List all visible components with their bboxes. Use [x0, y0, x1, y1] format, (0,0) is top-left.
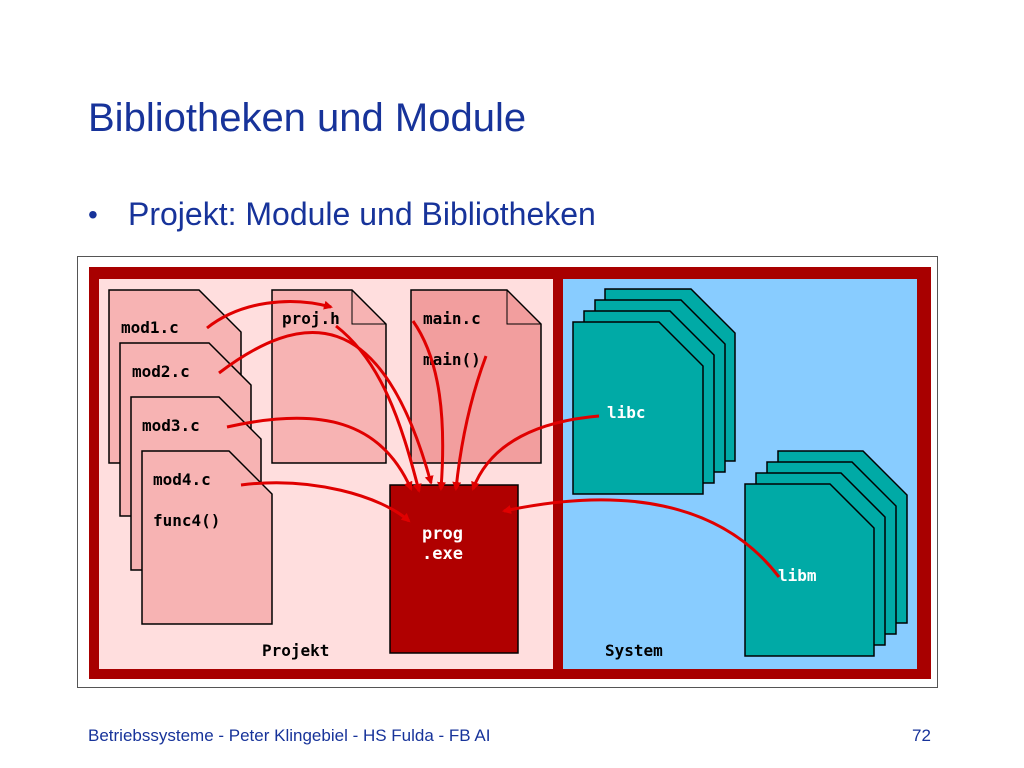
footer-text: Betriebssysteme - Peter Klingebiel - HS …: [88, 726, 491, 745]
mod4-file: mod4.c func4(): [141, 450, 273, 625]
main-function-label: main(): [423, 350, 481, 369]
mod3-label: mod3.c: [142, 416, 200, 435]
dependency-arrows: [206, 300, 781, 578]
arrow-mod1-projh: [206, 300, 333, 330]
system-area-label: System: [605, 641, 663, 660]
bullet-text: Projekt: Module und Bibliotheken: [128, 196, 596, 232]
arrow-mainc-prog-2: [452, 355, 488, 491]
libc-label: libc: [607, 403, 646, 422]
bullet-dot: •: [88, 198, 98, 230]
prog-label: prog: [422, 524, 463, 544]
diagram-frame: proj.h main.c main() mod1.c mod2.c mod3.…: [77, 256, 938, 688]
libm-library-stack: libm: [744, 450, 908, 657]
mod4-label: mod4.c: [153, 470, 211, 489]
arrow-mod2-prog: [218, 331, 434, 485]
func4-label: func4(): [153, 511, 220, 530]
bullet-item: • Projekt: Module und Bibliotheken: [88, 196, 596, 233]
page-number: 72: [912, 726, 931, 745]
mod2-label: mod2.c: [132, 362, 190, 381]
mod1-label: mod1.c: [121, 318, 179, 337]
prog-exe-file: prog .exe: [389, 484, 519, 654]
libm-label: libm: [778, 566, 817, 585]
arrow-mod4-prog: [240, 481, 411, 523]
arrow-libm-prog: [502, 498, 781, 578]
main-c-file: main.c main(): [410, 289, 542, 464]
arrow-mainc-prog-1: [411, 320, 447, 491]
exe-label: .exe: [422, 544, 463, 564]
arrow-projh-prog: [335, 324, 422, 493]
slide-title: Bibliotheken und Module: [88, 96, 527, 140]
arrow-mod3-prog: [226, 416, 413, 491]
module-library-diagram: proj.h main.c main() mod1.c mod2.c mod3.…: [89, 267, 931, 679]
project-area-label: Projekt: [262, 641, 329, 660]
main-c-label: main.c: [423, 309, 481, 328]
libc-library-stack: libc: [572, 288, 736, 495]
proj-h-label: proj.h: [282, 309, 340, 328]
arrow-libc-prog: [471, 414, 600, 491]
